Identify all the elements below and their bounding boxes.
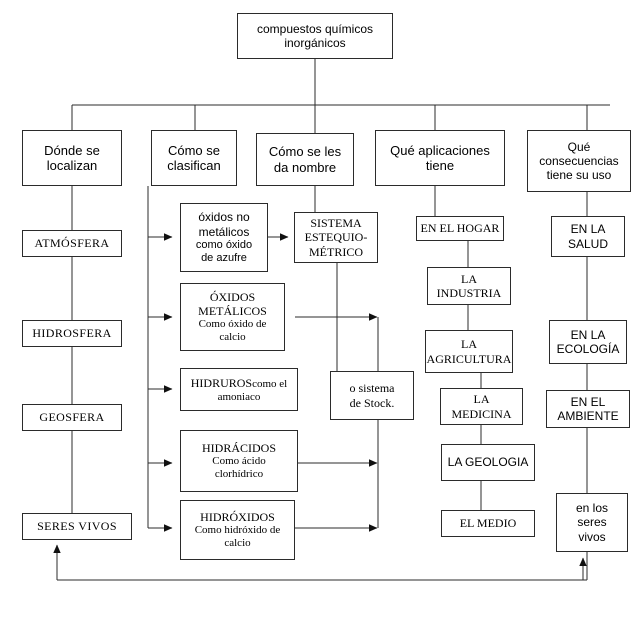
node-el-medio[interactable]: EL MEDIO <box>441 510 535 537</box>
node-hidracidos-head: HIDRÁCIDOS <box>201 440 276 455</box>
node-la-geologia[interactable]: LA GEOLOGIA <box>441 444 535 481</box>
node-seres-vivos[interactable]: SERES VIVOS <box>22 513 132 540</box>
node-hidroxidos[interactable]: HIDRÓXIDOS Como hidróxido de calcio <box>180 500 295 560</box>
node-en-los-seres-vivos[interactable]: en los seres vivos <box>556 493 628 552</box>
node-branch-nombre-label: Cómo se les da nombre <box>268 144 342 175</box>
node-branch-clasifican[interactable]: Cómo se clasifican <box>151 130 237 186</box>
node-la-geologia-label: LA GEOLOGIA <box>447 455 529 470</box>
node-hidrosfera-label: HIDROSFERA <box>32 326 112 341</box>
node-en-la-ecologia[interactable]: EN LA ECOLOGÍA <box>549 320 627 364</box>
node-branch-clasifican-label: Cómo se clasifican <box>167 142 221 173</box>
node-la-industria-label: LA INDUSTRIA <box>436 271 502 300</box>
node-hidroxidos-head: HIDRÓXIDOS <box>200 509 275 524</box>
node-oxidos-no-metalicos[interactable]: óxidos no metálicos como óxido de azufre <box>180 203 268 272</box>
node-branch-aplicaciones[interactable]: Qué aplicaciones tiene <box>375 130 505 186</box>
node-la-medicina-label: LA MEDICINA <box>451 392 512 421</box>
node-branch-nombre[interactable]: Cómo se les da nombre <box>256 133 354 186</box>
node-oxidos-no-metalicos-sub: como óxido de azufre <box>195 238 253 264</box>
node-la-agricultura-label: LA AGRICULTURA <box>426 337 512 366</box>
node-oxidos-metalicos-head: ÓXIDOS METÁLICOS <box>198 289 267 319</box>
node-atmosfera[interactable]: ATMÓSFERA <box>22 230 122 257</box>
node-en-los-seres-vivos-label: en los seres vivos <box>575 501 609 544</box>
node-geosfera[interactable]: GEOSFERA <box>22 404 122 431</box>
node-geosfera-label: GEOSFERA <box>39 410 105 425</box>
node-hidracidos[interactable]: HIDRÁCIDOS Como ácido clorhídrico <box>180 430 298 492</box>
node-oxidos-metalicos-sub: Como óxido de calcio <box>198 318 267 344</box>
node-la-agricultura[interactable]: LA AGRICULTURA <box>425 330 513 373</box>
node-sistema-stock-label: o sistema de Stock. <box>349 381 395 410</box>
node-en-el-hogar[interactable]: EN EL HOGAR <box>416 216 504 241</box>
node-branch-consecuencias-label: Qué consecuencias tiene su uso <box>539 139 619 183</box>
node-hidruros-head: HIDRUROS <box>190 375 253 390</box>
node-hidruros-sub: como el amoniaco <box>217 377 288 403</box>
node-sistema-estequiometrico-label: SISTEMA ESTEQUIO- MÉTRICO <box>304 216 368 259</box>
node-en-la-ecologia-label: EN LA ECOLOGÍA <box>556 327 620 356</box>
node-root-label: compuestos químicos inorgánicos <box>256 21 374 50</box>
node-hidracidos-sub: Como ácido clorhídrico <box>212 455 266 481</box>
node-branch-aplicaciones-label: Qué aplicaciones tiene <box>390 142 490 173</box>
node-en-el-ambiente[interactable]: EN EL AMBIENTE <box>546 390 630 428</box>
node-root[interactable]: compuestos químicos inorgánicos <box>237 13 393 59</box>
node-branch-localizan-label: Dónde se localizan <box>44 142 100 173</box>
node-hidroxidos-sub: Como hidróxido de calcio <box>194 524 281 550</box>
node-atmosfera-label: ATMÓSFERA <box>34 236 110 251</box>
node-sistema-stock[interactable]: o sistema de Stock. <box>330 371 414 420</box>
node-hidruros-label: HIDRUROScomo el amoniaco <box>181 375 297 404</box>
node-en-el-hogar-label: EN EL HOGAR <box>420 221 500 236</box>
node-sistema-estequiometrico[interactable]: SISTEMA ESTEQUIO- MÉTRICO <box>294 212 378 263</box>
node-en-la-salud[interactable]: EN LA SALUD <box>551 216 625 257</box>
node-en-el-ambiente-label: EN EL AMBIENTE <box>557 394 619 423</box>
node-el-medio-label: EL MEDIO <box>459 516 517 531</box>
node-la-medicina[interactable]: LA MEDICINA <box>440 388 523 425</box>
node-seres-vivos-label: SERES VIVOS <box>37 519 117 534</box>
node-la-industria[interactable]: LA INDUSTRIA <box>427 267 511 305</box>
node-branch-consecuencias[interactable]: Qué consecuencias tiene su uso <box>527 130 631 192</box>
node-hidrosfera[interactable]: HIDROSFERA <box>22 320 122 347</box>
node-en-la-salud-label: EN LA SALUD <box>567 222 608 251</box>
node-branch-localizan[interactable]: Dónde se localizan <box>22 130 122 186</box>
node-hidruros[interactable]: HIDRUROScomo el amoniaco <box>180 368 298 411</box>
node-oxidos-no-metalicos-head: óxidos no metálicos <box>198 210 250 239</box>
node-oxidos-metalicos[interactable]: ÓXIDOS METÁLICOS Como óxido de calcio <box>180 283 285 351</box>
